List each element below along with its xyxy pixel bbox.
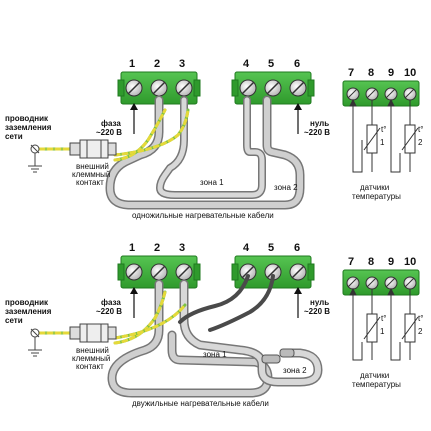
top-terminal-num-4: 4	[243, 58, 250, 70]
bottom-phase-arrow	[130, 287, 138, 318]
bottom-sensors-label-1: датчики	[360, 371, 389, 380]
top-zone1-label: зона 1	[200, 178, 224, 187]
top-terminal-num-5: 5	[268, 58, 274, 70]
top-terminal-num-8: 8	[368, 67, 374, 79]
bottom-ground-label-3: сети	[5, 316, 23, 325]
top-terminal-block-left	[117, 71, 201, 105]
top-ground-symbol	[28, 144, 42, 173]
top-sensors-label-1: датчики	[360, 183, 389, 192]
top-neutral-arrow	[294, 103, 302, 134]
bottom-terminal-block-right	[342, 269, 420, 296]
top-sensors-label-2: температуры	[352, 192, 401, 201]
top-zone2-label: зона 2	[274, 183, 298, 192]
top-caption: одножильные нагревательные кабели	[132, 211, 274, 220]
top-ground-label-3: сети	[5, 132, 23, 141]
bottom-terminal-block-mid	[231, 255, 315, 289]
top-phase-label-2: ~220 В	[96, 128, 122, 137]
bottom-diagram: 1 2 3 4 5 6 7 8 9 10	[5, 242, 423, 408]
top-contact-label-1: внешний	[76, 162, 109, 171]
top-diagram: 1 2 3 4 5 6 7 8 9 10	[5, 58, 423, 220]
bottom-sensor-1-label: 1	[380, 327, 385, 336]
bottom-terminal-num-7: 7	[348, 256, 354, 268]
bottom-ground-symbol	[28, 328, 42, 357]
svg-text:t°: t°	[381, 314, 386, 323]
bottom-neutral-label-2: ~220 В	[304, 307, 330, 316]
bottom-phase-label-2: ~220 В	[96, 307, 122, 316]
top-phase-label-1: фаза	[101, 119, 121, 128]
bottom-terminal-num-10: 10	[404, 256, 416, 268]
top-contact-label-2: клеммный	[72, 170, 110, 179]
bottom-terminal-num-6: 6	[294, 242, 300, 254]
bottom-caption: двужильные нагревательные кабели	[132, 399, 269, 408]
svg-text:t°: t°	[381, 125, 386, 134]
top-neutral-label-2: ~220 В	[304, 128, 330, 137]
bottom-external-contact	[69, 323, 117, 343]
bottom-sensor-2-label: 2	[418, 327, 423, 336]
top-terminal-num-6: 6	[294, 58, 300, 70]
bottom-contact-label-2: клеммный	[72, 354, 110, 363]
bottom-ground-label-1: проводник	[5, 298, 49, 307]
svg-text:t°: t°	[418, 125, 423, 134]
bottom-zone2-label: зона 2	[283, 366, 307, 375]
top-neutral-label-1: нуль	[310, 119, 329, 128]
top-contact-label-3: контакт	[76, 178, 104, 187]
svg-text:t°: t°	[418, 314, 423, 323]
bottom-earth-wire	[38, 290, 187, 345]
bottom-sensor-wires	[349, 287, 411, 361]
top-heating-cables	[105, 95, 305, 210]
top-phase-arrow	[130, 103, 138, 134]
bottom-terminal-num-5: 5	[268, 242, 274, 254]
bottom-terminal-num-2: 2	[154, 242, 160, 254]
top-sensor-1-label: 1	[380, 138, 385, 147]
bottom-terminal-num-4: 4	[243, 242, 250, 254]
bottom-sensor-1: t° 1	[363, 313, 386, 360]
bottom-zone1-label: зона 1	[203, 350, 227, 359]
top-terminal-block-right	[342, 80, 420, 107]
top-terminal-num-10: 10	[404, 67, 416, 79]
bottom-neutral-label-1: нуль	[310, 298, 329, 307]
bottom-ground-label-2: заземления	[5, 307, 52, 316]
top-ground-label-2: заземления	[5, 123, 52, 132]
top-terminal-num-9: 9	[388, 67, 394, 79]
top-terminal-num-7: 7	[348, 67, 354, 79]
bottom-terminal-num-8: 8	[368, 256, 374, 268]
bottom-terminal-num-1: 1	[129, 242, 135, 254]
top-sensor-1: t° 1	[361, 124, 386, 172]
bottom-terminal-block-left	[117, 255, 201, 289]
bottom-neutral-arrow	[294, 287, 302, 318]
top-terminal-block-mid	[231, 71, 315, 105]
top-terminal-num-1: 1	[129, 58, 135, 70]
top-external-contact	[69, 139, 117, 159]
top-ground-label-1: проводник	[5, 114, 49, 123]
bottom-terminal-num-3: 3	[179, 242, 185, 254]
bottom-heating-cables	[107, 274, 323, 398]
top-sensor-wires	[349, 98, 411, 173]
top-earth-wire	[38, 108, 190, 162]
bottom-phase-label-1: фаза	[101, 298, 121, 307]
bottom-sensors-label-2: температуры	[352, 380, 401, 389]
bottom-contact-label-1: внешний	[76, 346, 109, 355]
bottom-terminal-num-9: 9	[388, 256, 394, 268]
top-sensor-2: t° 2	[401, 124, 423, 172]
top-sensor-2-label: 2	[418, 138, 423, 147]
top-terminal-num-3: 3	[179, 58, 185, 70]
bottom-contact-label-3: контакт	[76, 362, 104, 371]
top-terminal-num-2: 2	[154, 58, 160, 70]
bottom-sensor-2: t° 2	[401, 313, 423, 360]
